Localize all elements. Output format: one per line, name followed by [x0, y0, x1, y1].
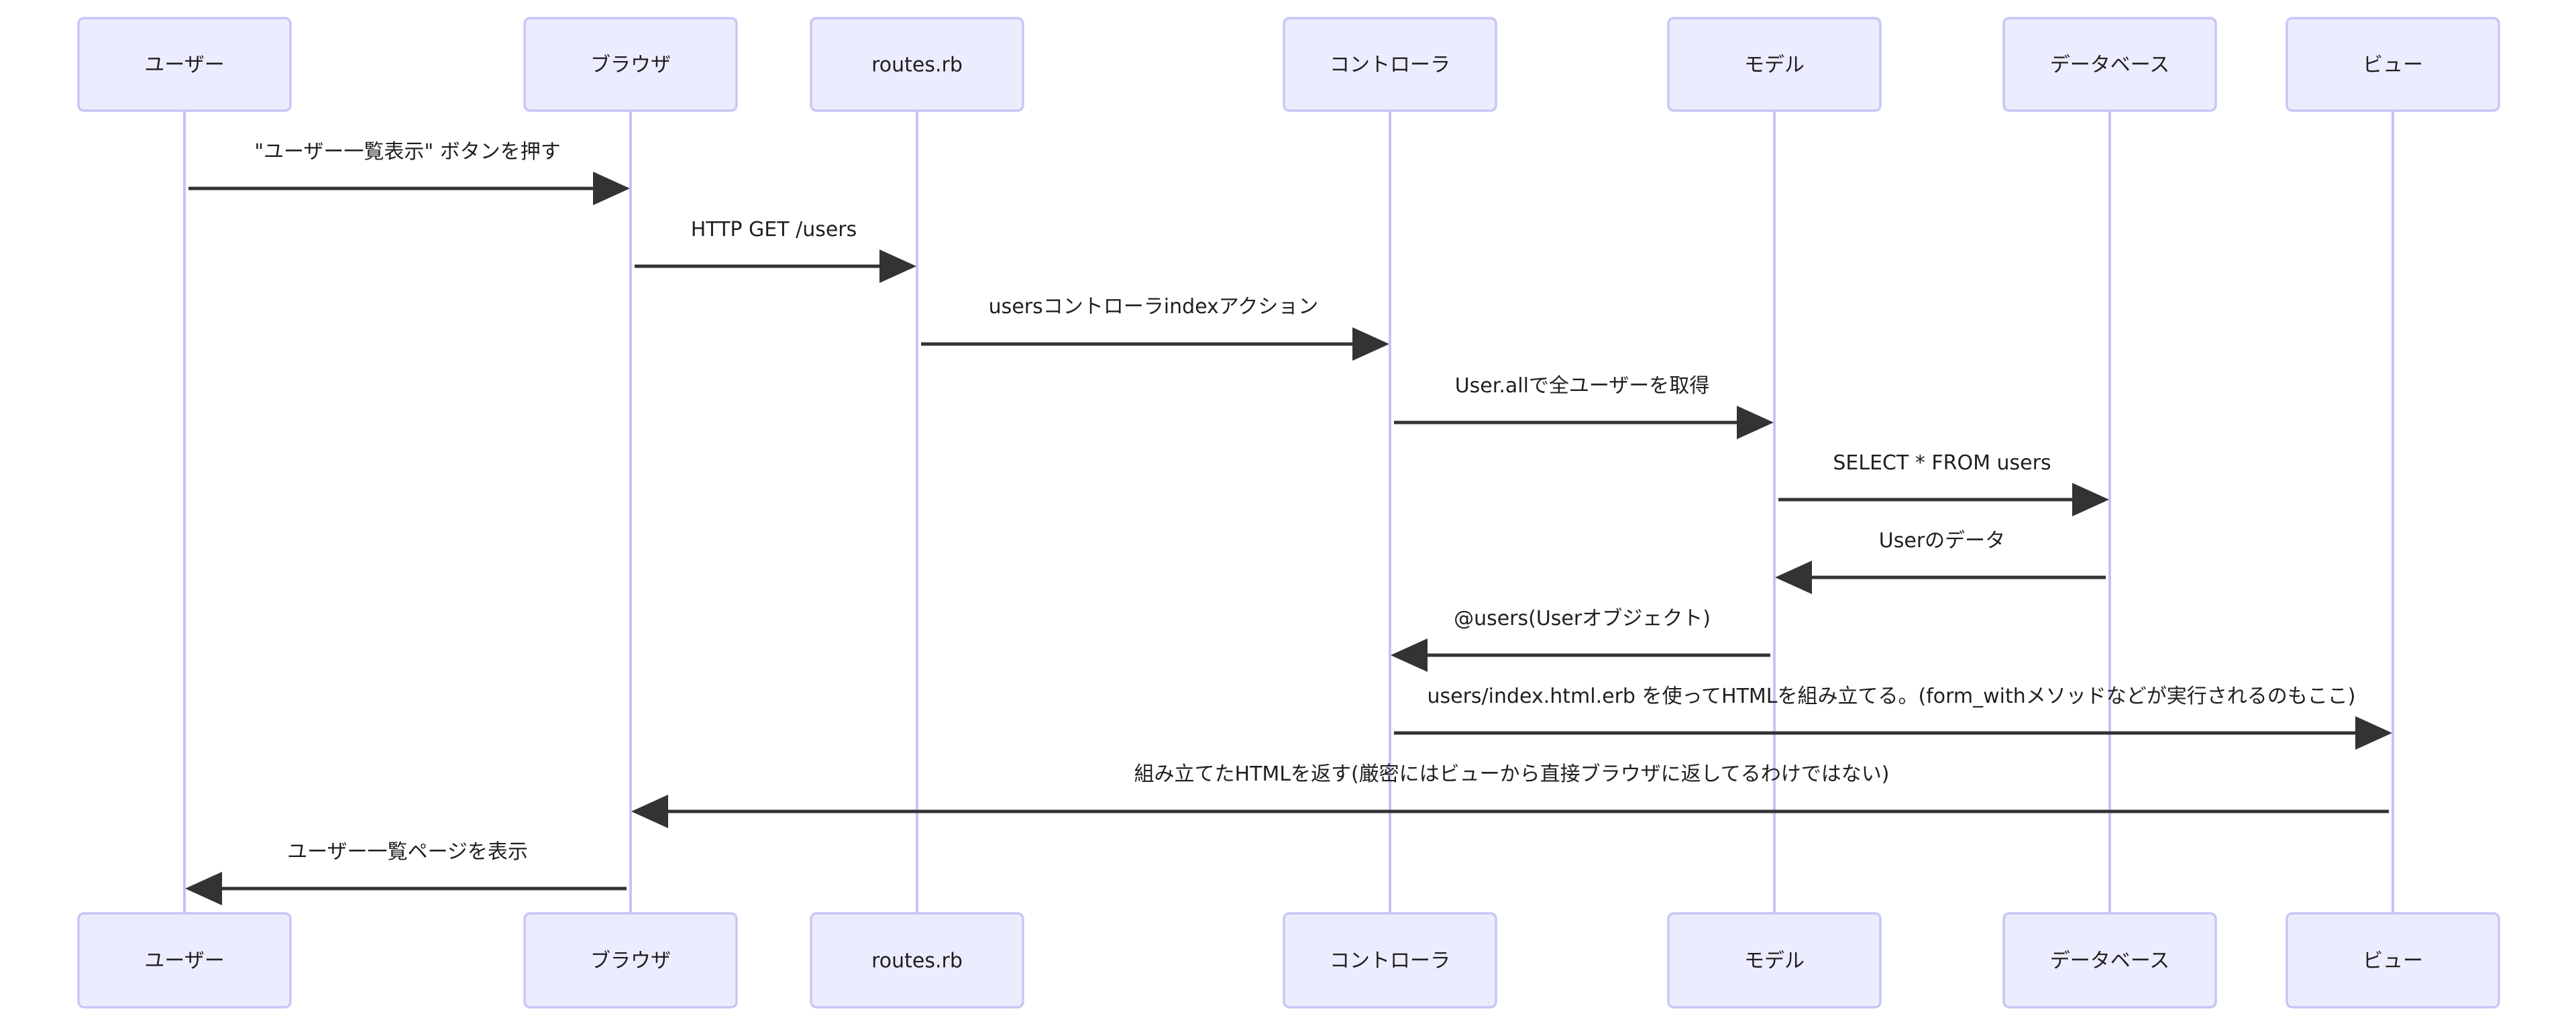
- message-label-3: usersコントローラindexアクション: [989, 295, 1319, 319]
- actor-label-database: データベース: [2050, 950, 2170, 973]
- actor-box-model[interactable]: [1667, 912, 1882, 1009]
- message-5: SELECT * FROM users: [1778, 451, 2109, 516]
- message-label-8: users/index.html.erb を使ってHTMLを組み立てる。(for…: [1427, 685, 2355, 708]
- message-label-7: @users(Userオブジェクト): [1454, 607, 1711, 630]
- actor-label-user: ユーザー: [144, 54, 224, 77]
- actor-label-user: ユーザー: [144, 950, 224, 973]
- actor-label-routes: routes.rb: [871, 54, 963, 77]
- actor-user-top[interactable]: ユーザー: [77, 17, 292, 112]
- actor-box-routes[interactable]: [810, 912, 1024, 1009]
- actor-browser-top[interactable]: ブラウザ: [523, 17, 738, 112]
- message-label-4: User.allで全ユーザーを取得: [1455, 374, 1710, 398]
- actor-label-browser: ブラウザ: [590, 54, 671, 77]
- actor-database-top[interactable]: データベース: [2002, 17, 2217, 112]
- actor-label-routes: routes.rb: [871, 950, 963, 973]
- message-2: HTTP GET /users: [635, 218, 916, 283]
- actor-box-database[interactable]: [2002, 17, 2217, 112]
- actor-controller-top[interactable]: コントローラ: [1283, 17, 1497, 112]
- actor-box-model[interactable]: [1667, 17, 1882, 112]
- message-label-10: ユーザー一覧ページを表示: [287, 840, 528, 864]
- actor-label-model: モデル: [1744, 54, 1805, 77]
- actor-box-view[interactable]: [2286, 912, 2500, 1009]
- actor-box-user[interactable]: [77, 912, 292, 1009]
- actor-box-user[interactable]: [77, 17, 292, 112]
- actor-view-bottom[interactable]: ビュー: [2286, 912, 2500, 1009]
- lifelines-layer: [183, 111, 2394, 913]
- message-7: @users(Userオブジェクト): [1391, 607, 1770, 672]
- actor-browser-bottom[interactable]: ブラウザ: [523, 912, 738, 1009]
- actor-view-top[interactable]: ビュー: [2286, 17, 2500, 112]
- actor-routes-top[interactable]: routes.rb: [810, 17, 1024, 112]
- actor-controller-bottom[interactable]: コントローラ: [1283, 912, 1497, 1009]
- message-10: ユーザー一覧ページを表示: [185, 840, 627, 905]
- actor-label-view: ビュー: [2363, 950, 2423, 973]
- actor-box-browser[interactable]: [523, 912, 738, 1009]
- message-6: Userのデータ: [1775, 529, 2106, 594]
- actor-box-routes[interactable]: [810, 17, 1024, 112]
- actor-routes-bottom[interactable]: routes.rb: [810, 912, 1024, 1009]
- message-9: 組み立てたHTMLを返す(厳密にはビューから直接ブラウザに返してるわけではない): [631, 762, 2389, 828]
- actor-box-controller[interactable]: [1283, 17, 1497, 112]
- message-label-9: 組み立てたHTMLを返す(厳密にはビューから直接ブラウザに返してるわけではない): [1134, 762, 1890, 786]
- actor-box-browser[interactable]: [523, 17, 738, 112]
- actor-label-browser: ブラウザ: [590, 950, 671, 973]
- message-label-2: HTTP GET /users: [691, 218, 857, 241]
- messages-layer: "ユーザー一覧表示" ボタンを押す HTTP GET /users usersコント…: [185, 140, 2392, 905]
- message-8: users/index.html.erb を使ってHTMLを組み立てる。(for…: [1394, 685, 2392, 750]
- actor-model-top[interactable]: モデル: [1667, 17, 1882, 112]
- actor-label-controller: コントローラ: [1330, 54, 1450, 77]
- message-3: usersコントローラindexアクション: [921, 295, 1389, 361]
- actors-top-layer: ユーザー ブラウザ routes.rb コントローラ モデル データベース ビュー: [77, 17, 2500, 112]
- message-4: User.allで全ユーザーを取得: [1394, 374, 1774, 439]
- message-label-6: Userのデータ: [1879, 529, 2005, 553]
- actor-label-controller: コントローラ: [1330, 950, 1450, 973]
- actor-user-bottom[interactable]: ユーザー: [77, 912, 292, 1009]
- message-1: "ユーザー一覧表示" ボタンを押す: [189, 140, 630, 205]
- actor-box-database[interactable]: [2002, 912, 2217, 1009]
- actor-model-bottom[interactable]: モデル: [1667, 912, 1882, 1009]
- actor-label-model: モデル: [1744, 950, 1805, 973]
- message-label-1: "ユーザー一覧表示" ボタンを押す: [254, 140, 561, 164]
- actor-box-view[interactable]: [2286, 17, 2500, 112]
- actor-box-controller[interactable]: [1283, 912, 1497, 1009]
- actor-label-view: ビュー: [2363, 54, 2423, 77]
- actor-label-database: データベース: [2050, 54, 2170, 77]
- actors-bottom-layer: ユーザー ブラウザ routes.rb コントローラ モデル データベース ビュー: [77, 912, 2500, 1009]
- actor-database-bottom[interactable]: データベース: [2002, 912, 2217, 1009]
- message-label-5: SELECT * FROM users: [1833, 451, 2051, 475]
